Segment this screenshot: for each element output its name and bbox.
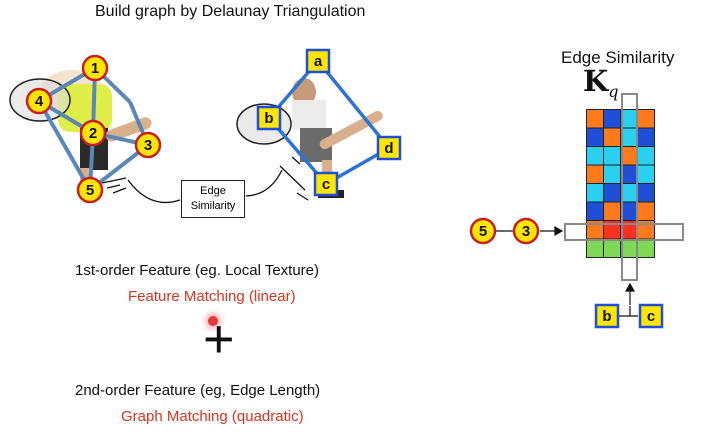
matrix-cell [587, 221, 603, 239]
matrix-cell [621, 165, 637, 183]
matrix-cell [638, 128, 654, 146]
matrix-cell [587, 147, 603, 165]
matrix-cell [621, 239, 637, 257]
edge-similarity-line1: Edge [200, 185, 226, 197]
matrix-cell [587, 184, 603, 202]
edge-similarity-line2: Similarity [190, 200, 236, 212]
diagram-title: Build graph by Delaunay Triangulation [95, 3, 366, 20]
matrix-cell [587, 165, 603, 183]
row-pair-node-5: 5 [469, 217, 497, 245]
matrix-cell [604, 128, 620, 146]
column-arrow [624, 282, 636, 305]
matrix-cell [587, 128, 603, 146]
matrix-cell [621, 128, 637, 146]
matrix-cell [604, 239, 620, 257]
matrix-symbol: Kq [583, 64, 619, 101]
matrix-cell [621, 184, 637, 202]
matrix-cell [638, 221, 654, 239]
matrix-cell [587, 202, 603, 220]
matrix-symbol-sub: q [608, 82, 619, 101]
matrix-cell [621, 110, 637, 128]
matrix-symbol-main: K [583, 64, 609, 98]
matrix-cell [638, 110, 654, 128]
matrix-cell [587, 239, 603, 257]
matrix-cell [621, 221, 637, 239]
matrix-cell [604, 147, 620, 165]
first-order-feature-text: 1st-order Feature (eg. Local Texture) [75, 262, 320, 279]
second-order-feature-text: 2nd-order Feature (eg, Edge Length) [75, 382, 321, 399]
col-pair-node-b-label: b [602, 308, 611, 325]
matrix-cell [587, 110, 603, 128]
row-pair-node-3: 3 [512, 217, 540, 245]
edge-similarity-connectors [101, 156, 309, 204]
matrix-cell [638, 165, 654, 183]
col-pair-node-c-label: c [647, 308, 655, 325]
matrix-cell [604, 221, 620, 239]
row-pair-node-5-label: 5 [479, 223, 487, 240]
column-highlight [621, 93, 638, 281]
col-pair-node-b: b [594, 303, 620, 329]
matrix-title: Edge Similarity [561, 48, 675, 67]
row-pair-node-3-label: 3 [522, 223, 530, 240]
feature-matching-text: Feature Matching (linear) [128, 288, 296, 305]
matrix-cell [638, 239, 654, 257]
edge-similarity-box: Edge Similarity [181, 180, 245, 218]
matrix-cell [604, 165, 620, 183]
matrix-cell [604, 202, 620, 220]
matrix-cell [604, 184, 620, 202]
matrix-cell [638, 184, 654, 202]
col-pair-node-c: c [638, 303, 664, 329]
matrix-cell [638, 147, 654, 165]
matrix-cell [621, 202, 637, 220]
graph-matching-text: Graph Matching (quadratic) [121, 408, 304, 425]
matrix-cell [621, 147, 637, 165]
plus-sign: + [203, 309, 235, 369]
row-arrow [540, 225, 564, 237]
row-highlight [564, 223, 684, 241]
matrix-cell [604, 110, 620, 128]
matrix-cell [638, 202, 654, 220]
laser-pointer-dot [208, 316, 218, 326]
